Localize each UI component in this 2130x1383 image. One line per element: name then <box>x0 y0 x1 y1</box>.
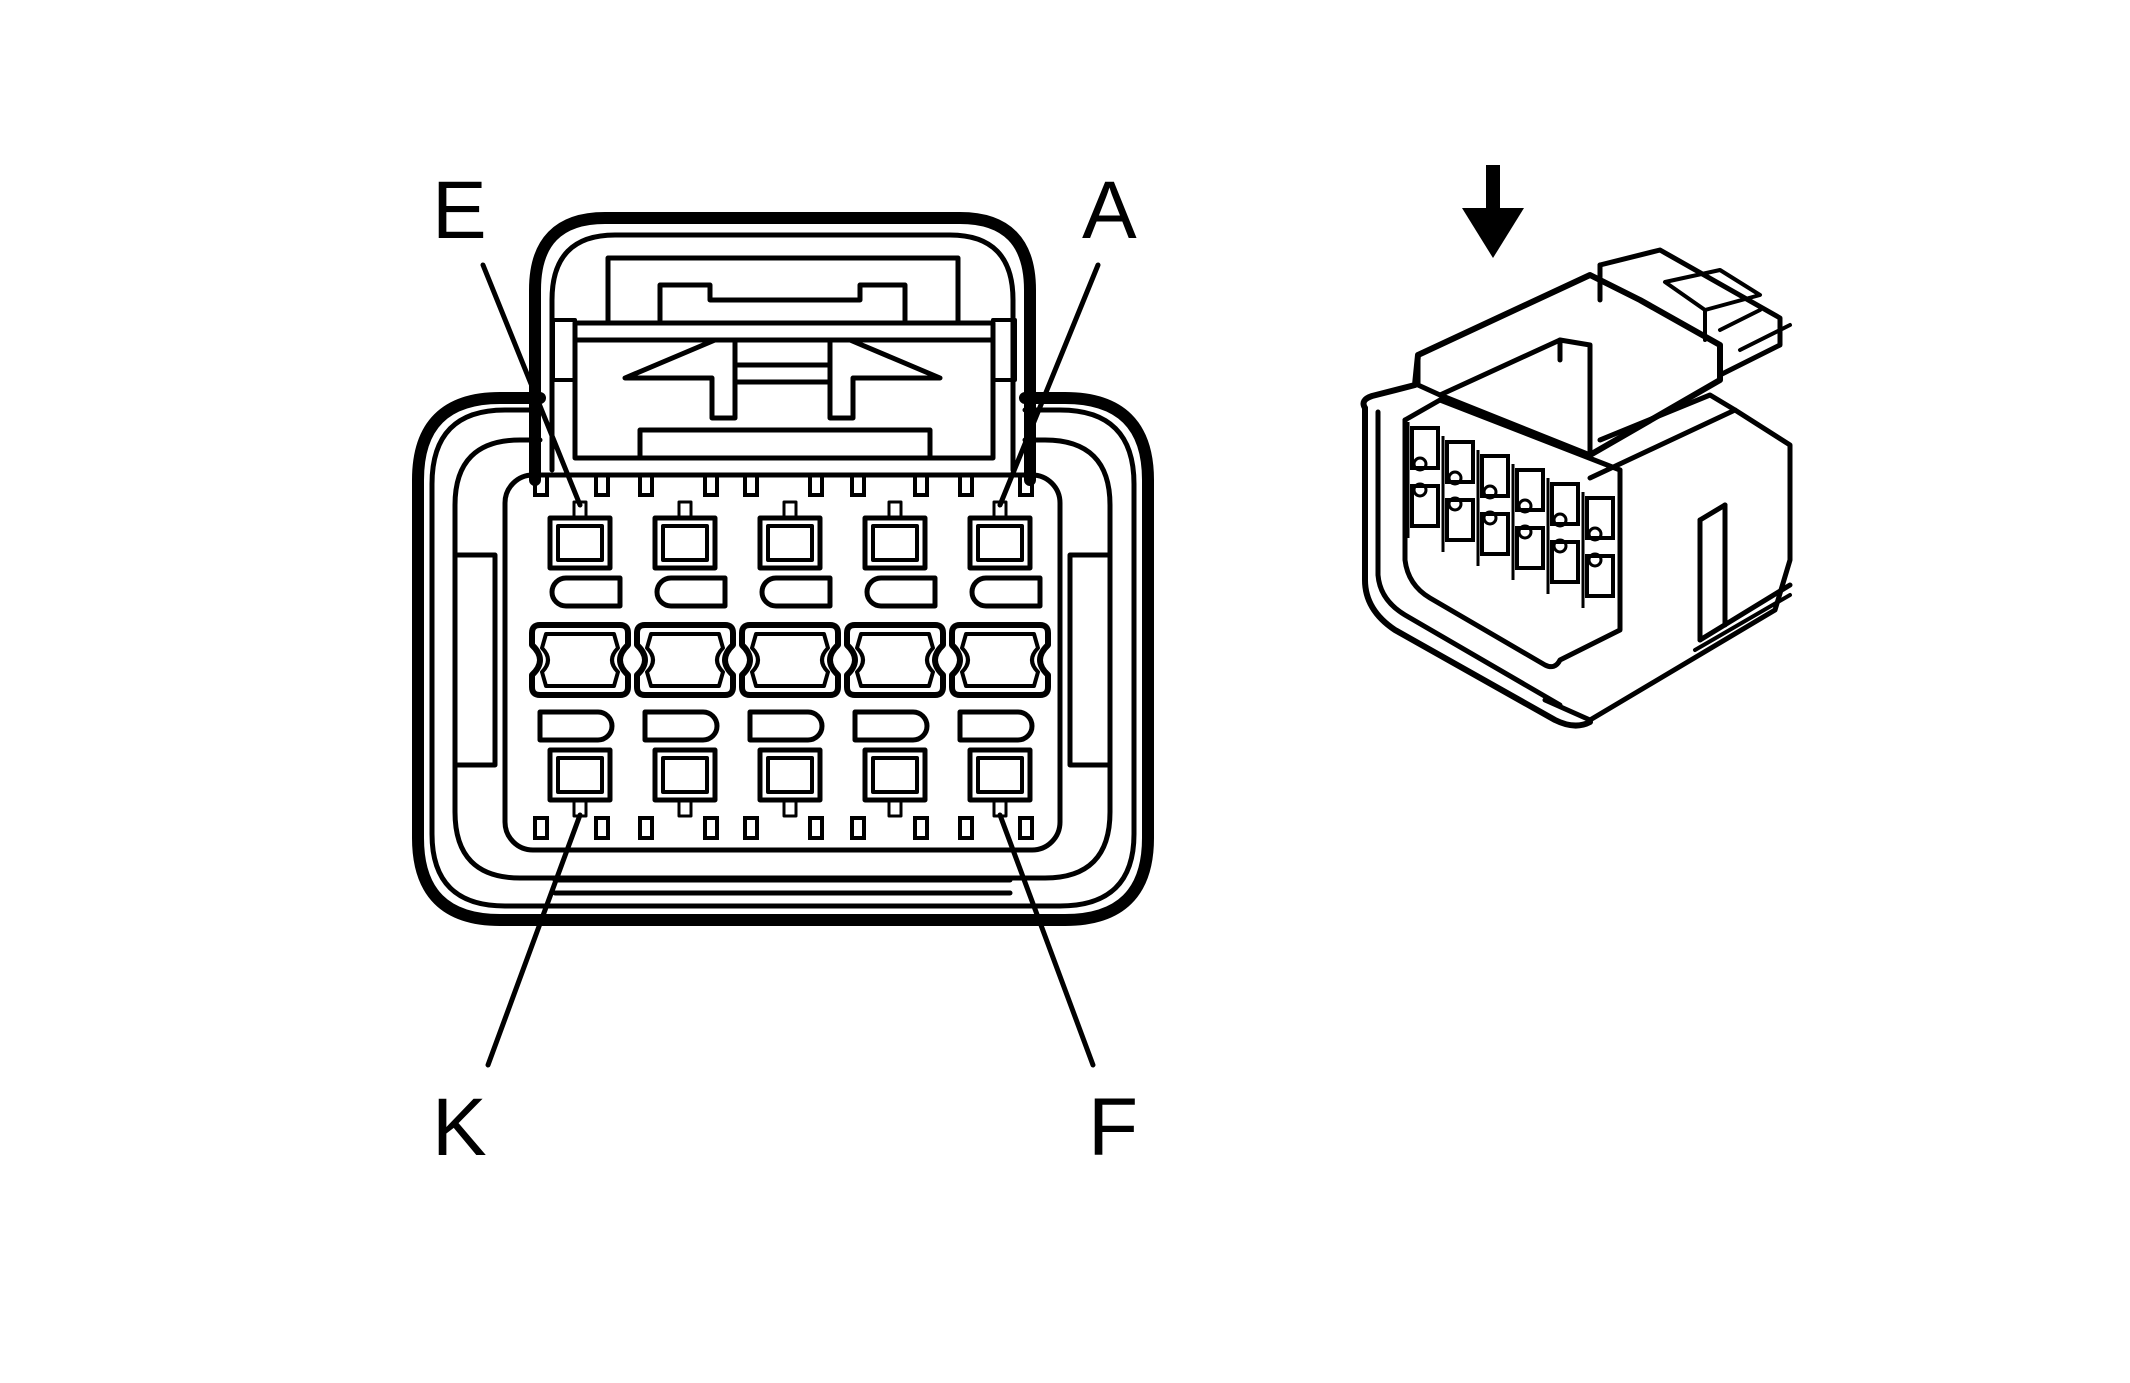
terminal-tab <box>677 798 693 818</box>
pin-label-a: A <box>1082 165 1137 256</box>
keyhole-top <box>654 575 728 609</box>
terminal-cavity-inner <box>871 524 919 562</box>
leader-line-f <box>997 812 1096 1068</box>
seal-cavity-inner <box>540 632 620 688</box>
terminal-tab <box>677 500 693 520</box>
terminal-cavity-inner <box>871 756 919 794</box>
isometric-cavity-grid <box>1406 422 1615 608</box>
seal-cavity-inner <box>750 632 830 688</box>
terminal-cavity-inner <box>976 524 1024 562</box>
iso-keyhole <box>1552 512 1568 528</box>
terminal-tab <box>782 798 798 818</box>
keyhole-top <box>864 575 938 609</box>
keyhole-bottom <box>747 709 825 743</box>
connector-shell <box>412 392 1154 926</box>
seal-cavity <box>529 622 631 698</box>
terminal-cavity-inner <box>556 524 604 562</box>
iso-keyhole <box>1482 484 1498 500</box>
keyhole-bottom <box>852 709 930 743</box>
seal-cavity <box>634 622 736 698</box>
terminal-cavity-inner <box>766 524 814 562</box>
seal-cavity-inner <box>855 632 935 688</box>
terminal-cavity-inner <box>976 756 1024 794</box>
iso-keyhole <box>1412 456 1428 472</box>
leader-line-a <box>997 262 1101 508</box>
insertion-arrow-icon <box>1462 165 1524 258</box>
keyhole-top <box>759 575 833 609</box>
iso-keyhole <box>1412 482 1428 498</box>
top-ribs <box>533 473 1034 497</box>
leader-lines <box>480 262 1101 1068</box>
iso-keyhole <box>1517 524 1533 540</box>
iso-keyhole <box>1482 510 1498 526</box>
seal-cavity <box>739 622 841 698</box>
terminal-cavity-inner <box>556 756 604 794</box>
terminal-cavity-inner <box>766 756 814 794</box>
keyhole-top <box>549 575 623 609</box>
terminal-cavity-inner <box>661 756 709 794</box>
seal-cavity-inner <box>645 632 725 688</box>
terminal-tab <box>887 798 903 818</box>
pin-label-k: K <box>432 1082 487 1173</box>
seal-cavity <box>949 622 1051 698</box>
keyhole-bottom <box>537 709 615 743</box>
pin-label-f: F <box>1088 1082 1138 1173</box>
seal-cavity <box>844 622 946 698</box>
leader-line-k <box>485 812 583 1068</box>
connector-latch <box>529 212 1036 486</box>
iso-keyhole <box>1552 538 1568 554</box>
pin-label-e: E <box>432 165 487 256</box>
keyhole-bottom <box>642 709 720 743</box>
iso-keyhole <box>1587 552 1603 568</box>
iso-keyhole <box>1447 496 1463 512</box>
iso-keyhole <box>1517 498 1533 514</box>
seal-cavity-inner <box>960 632 1040 688</box>
cavity-area <box>502 472 1063 853</box>
bottom-ribs <box>533 816 1034 840</box>
keyhole-top <box>969 575 1043 609</box>
iso-keyhole <box>1447 470 1463 486</box>
cavity-grid <box>529 500 1051 818</box>
connector-isometric-view <box>1360 165 1793 729</box>
connector-face-view <box>412 212 1154 926</box>
terminal-cavity-inner <box>661 524 709 562</box>
terminal-tab <box>887 500 903 520</box>
keyhole-bottom <box>957 709 1035 743</box>
leader-line-e <box>480 262 583 508</box>
terminal-tab <box>782 500 798 520</box>
iso-keyhole <box>1587 526 1603 542</box>
